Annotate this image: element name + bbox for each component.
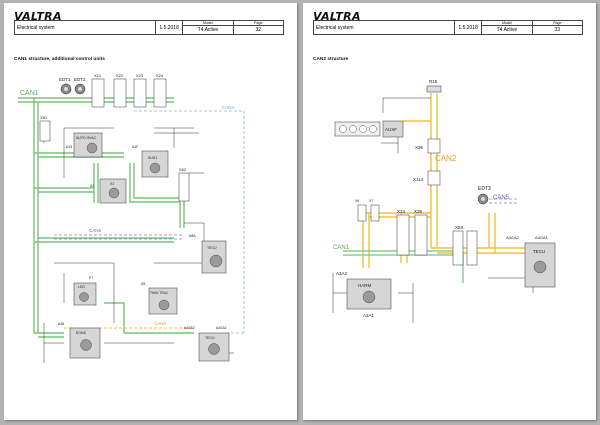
unit-auto-hvac: AUTO HVAC A15	[66, 132, 103, 158]
label-x5x: X5X	[455, 225, 464, 230]
label-harm: HARM	[358, 283, 372, 288]
label-a4ga2: A4GA2	[506, 235, 520, 240]
label-twintrac: TWIN TRAC	[150, 291, 169, 295]
label-egnd: EGND	[76, 331, 87, 335]
label-x61: X61	[40, 115, 48, 120]
section-title: CAN2 structure	[313, 57, 349, 62]
title-block: Electrical system 1.5.2018 Model Page T4…	[13, 20, 285, 35]
label-can5: CAN5	[89, 228, 102, 233]
label-x2: X2	[110, 182, 114, 186]
label-a3a1: A3A1	[363, 313, 375, 318]
label-x35: X35	[414, 209, 423, 214]
label-a4ga1: A4GA1	[216, 326, 227, 330]
label-tecu: TECU	[533, 249, 545, 254]
label-p7: P7	[89, 276, 93, 280]
label-can4: CAN4	[222, 105, 235, 110]
label-x7: X7	[369, 199, 373, 203]
connectors	[357, 138, 478, 266]
label-x62: X62	[179, 167, 187, 172]
edt3-sensor-center	[481, 197, 485, 201]
label-can2: CAN2	[435, 154, 457, 163]
label-x24: X24	[156, 73, 164, 78]
can2-bus-lines	[362, 93, 543, 268]
label-auxf: AUXF	[385, 127, 397, 132]
right-page: VALTRA Electrical system 1.5.2018 Model …	[303, 3, 596, 420]
label-tecu2: TECU	[205, 336, 215, 340]
label-can1: CAN1	[20, 90, 39, 97]
label-x34: X34	[397, 209, 406, 214]
label-a3a2: A3A2	[336, 271, 348, 276]
label-edt2: EDT2	[74, 77, 86, 82]
edt1-sensor-center	[64, 87, 68, 91]
title-block: Electrical system 1.5.2018 Model Page T4…	[312, 20, 584, 35]
unit-led: LED P7	[73, 276, 97, 306]
label-x22: X22	[116, 73, 124, 78]
connector-labels: X21 X22 X23 X24 X61 X62	[40, 73, 187, 172]
unit-tecu-a4g: TECU A4GA2 A4GA1	[184, 326, 230, 362]
unit-sus: SUS1 A1F	[132, 145, 169, 178]
unit-harm: HARM A3A2 A3A1	[336, 271, 392, 318]
label-x6: X6	[355, 199, 359, 203]
r15-resistor: R15	[426, 79, 442, 93]
page-number: 32	[232, 25, 285, 35]
can5-bus-lines	[54, 234, 184, 240]
label-x113: X113	[413, 177, 424, 182]
valtra-logo: VALTRA	[14, 10, 62, 23]
valtra-logo: VALTRA	[313, 10, 361, 23]
edt-sensors: EDT1 EDT2	[59, 77, 86, 95]
edt3-sensor: EDT3	[477, 186, 491, 205]
label-a2: A2	[90, 184, 94, 188]
edt2-sensor-center	[78, 87, 82, 91]
label-can6: CAN6	[154, 321, 167, 326]
section-title: CAN1 structure, additional control units	[14, 57, 105, 62]
label-a8a: A8A	[189, 234, 196, 238]
can2-wiring-diagram: R15 AUXF X36 X113 X6 X7 X34 X35 X5X	[332, 79, 556, 323]
label-x21: X21	[94, 73, 102, 78]
label-a4ga1: A4GA1	[535, 235, 549, 240]
label-a4ga2: A4GA2	[184, 326, 195, 330]
label-a15: A15	[66, 145, 72, 149]
label-led: LED	[78, 285, 85, 289]
label-x23: X23	[136, 73, 144, 78]
label-can1: CAN1	[333, 245, 350, 251]
unit-auxf: AUXF	[334, 120, 404, 138]
label-autohvac: AUTO HVAC	[76, 136, 97, 140]
left-page: VALTRA Electrical system 1.5.2018 Model …	[4, 3, 297, 420]
unit-x2: X2 A2	[90, 178, 127, 204]
label-a1f: A1F	[132, 145, 138, 149]
label-a5: A5	[141, 282, 145, 286]
unit-egnd: EGND A36	[58, 322, 101, 359]
page-number: 33	[531, 25, 584, 35]
label-sus: SUS1	[148, 156, 157, 160]
unit-tecu-a8: TECU A8A	[189, 234, 227, 274]
unit-twin-trac: TWIN TRAC A5	[141, 282, 178, 315]
label-a36: A36	[58, 322, 64, 326]
label-tecu: TECU	[207, 246, 217, 250]
label-edt1: EDT1	[59, 77, 71, 82]
can1-bus-lines	[343, 250, 464, 283]
can1-wiring-diagram: X21 X22 X23 X24 X61 X62 EDT1 EDT2 CAN1 C…	[18, 73, 245, 363]
unit-tecu: TECU A4GA2 A4GA1	[506, 235, 556, 288]
label-r15: R15	[429, 79, 438, 84]
connector-labels: X36 X113 X6 X7 X34 X35 X5X	[355, 145, 464, 230]
label-can5: CAN5	[493, 195, 510, 201]
top-connectors	[39, 78, 190, 202]
label-edt3: EDT3	[478, 186, 491, 192]
label-x36: X36	[415, 145, 424, 150]
